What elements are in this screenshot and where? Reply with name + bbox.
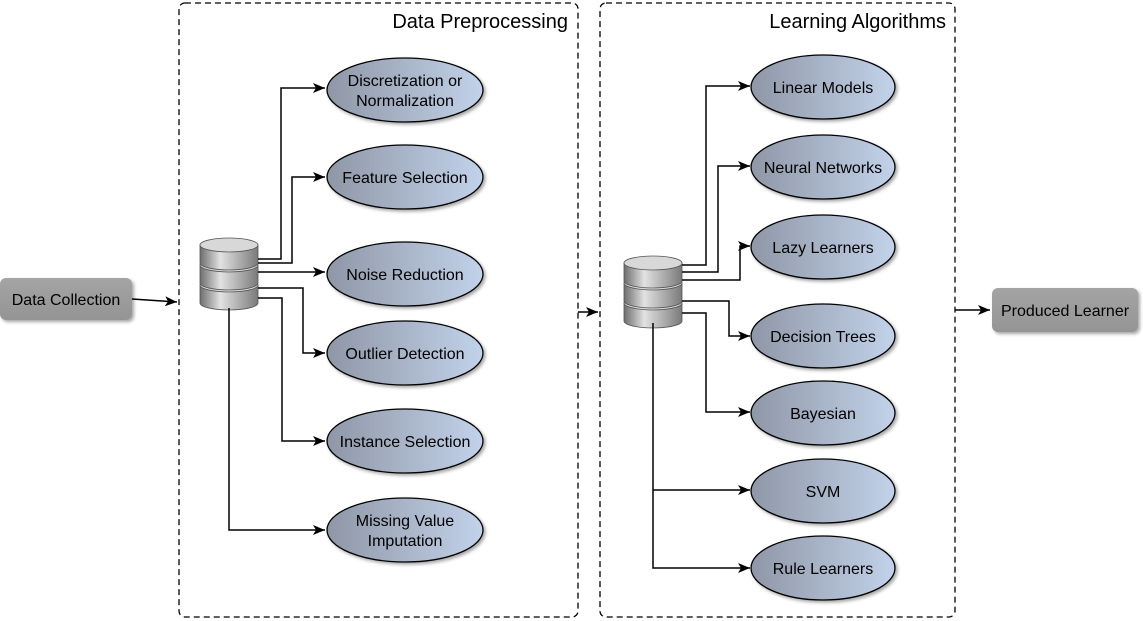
preprocessing-step-node: Feature Selection: [326, 144, 484, 210]
learning-algorithm-label: Decision Trees: [770, 329, 876, 346]
learning-algorithm-ellipse: [750, 214, 896, 280]
learning-algorithm-ellipse: [750, 54, 896, 120]
arrow-to-preprocessing-step: [228, 308, 325, 535]
preprocessing-panel-title: Data Preprocessing: [392, 11, 568, 33]
learning-algorithm-node: Lazy Learners: [750, 214, 896, 280]
preprocessing-database-icon: [199, 237, 259, 311]
learning-algorithm-label: SVM: [806, 484, 841, 501]
preprocessing-step-ellipse: [326, 57, 484, 123]
learning-algorithm-ellipse: [750, 303, 896, 369]
arrow-to-learning-algorithm: [682, 312, 750, 417]
preprocessing-panel: [178, 2, 579, 618]
learning-algorithm-label: Neural Networks: [764, 160, 882, 177]
learning-algorithm-ellipse: [750, 535, 896, 601]
learning-algorithm-ellipse: [750, 458, 896, 524]
arrow-to-preprocessing-step: [258, 83, 325, 260]
preprocessing-step-ellipse: [326, 144, 484, 210]
preprocessing-step-ellipse: [326, 408, 484, 474]
preprocessing-step-label: Feature Selection: [342, 170, 467, 187]
arrow-to-learning-algorithm: [682, 81, 750, 266]
arrow-to-preprocessing-step: [258, 287, 325, 358]
arrow-to-learning-algorithm: [682, 161, 750, 273]
learning-algorithm-ellipse: [750, 380, 896, 446]
arrow-collection-to-preprocessing: [131, 296, 178, 307]
arrow-to-learning-algorithm: [682, 241, 750, 281]
data-collection-label: Data Collection: [12, 292, 121, 309]
learning-algorithm-node: Neural Networks: [750, 134, 896, 200]
arrow-to-preprocessing-step: [258, 297, 325, 446]
preprocessing-step-node: Outlier Detection: [326, 320, 484, 386]
preprocessing-step-label: Imputation: [368, 533, 443, 550]
preprocessing-step-label: Outlier Detection: [345, 346, 464, 363]
learning-algorithm-node: Rule Learners: [750, 535, 896, 601]
learning-algorithm-label: Bayesian: [790, 406, 856, 423]
produced-learner-label: Produced Learner: [1001, 303, 1130, 320]
preprocessing-step-label: Normalization: [356, 93, 454, 110]
arrow-to-learning-algorithm: [682, 300, 750, 341]
preprocessing-step-node: Noise Reduction: [326, 241, 484, 307]
preprocessing-step-node: Instance Selection: [326, 408, 484, 474]
learning-algorithm-label: Rule Learners: [773, 561, 874, 578]
connectors: [131, 81, 990, 573]
preprocessing-step-ellipse: [326, 241, 484, 307]
learning-algorithm-node: Decision Trees: [750, 303, 896, 369]
preprocessing-step-label: Discretization or: [348, 73, 463, 90]
learning-panel-title: Learning Algorithms: [769, 11, 946, 33]
learning-algorithm-label: Linear Models: [773, 80, 874, 97]
preprocessing-step-label: Instance Selection: [340, 434, 471, 451]
preprocessing-step-ellipse: [326, 497, 484, 563]
learning-algorithm-label: Lazy Learners: [772, 240, 873, 257]
produced-learner-node: Produced Learner: [992, 288, 1138, 332]
preprocessing-step-node: Discretization or Normalization: [326, 57, 484, 123]
learning-algorithm-node: Linear Models: [750, 54, 896, 120]
learning-database-icon: [623, 255, 683, 329]
preprocessing-step-label: Missing Value: [356, 513, 455, 530]
preprocessing-step-label: Noise Reduction: [346, 267, 463, 284]
learning-algorithm-node: SVM: [750, 458, 896, 524]
data-collection-node: Data Collection: [0, 278, 132, 320]
arrow-to-learning-algorithm: [652, 323, 750, 573]
arrow-to-preprocessing-step: [258, 172, 325, 264]
preprocessing-step-ellipse: [326, 320, 484, 386]
learning-algorithm-node: Bayesian: [750, 380, 896, 446]
learning-algorithm-ellipse: [750, 134, 896, 200]
